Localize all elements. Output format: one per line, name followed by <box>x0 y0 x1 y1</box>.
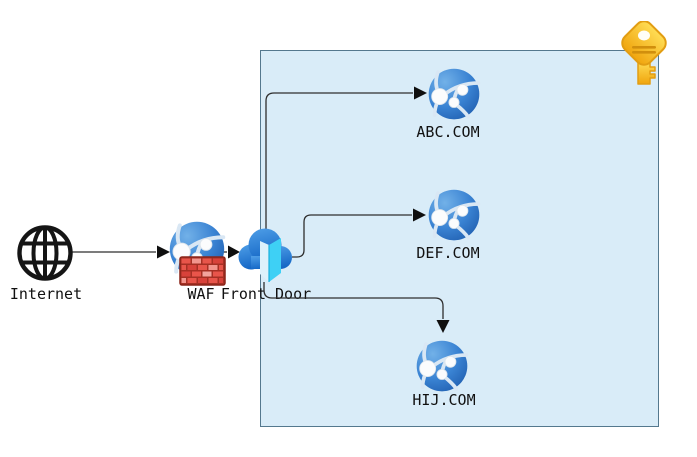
node-internet <box>16 224 74 286</box>
edge-frontdoor-def <box>292 214 412 258</box>
arrowhead-icon <box>436 320 450 333</box>
front-door-cloud-icon <box>238 228 292 282</box>
node-label-internet: Internet <box>9 285 83 303</box>
edge-frontdoor-hij <box>263 282 444 319</box>
node-label-def: DEF.COM <box>416 244 480 262</box>
edge-frontdoor-abc <box>265 92 413 231</box>
arrowhead-icon <box>157 245 170 259</box>
node-label-abc: ABC.COM <box>416 123 480 141</box>
arrowhead-icon <box>228 245 240 259</box>
internet-globe-icon <box>17 225 73 281</box>
arrowhead-icon <box>413 208 426 222</box>
node-def <box>427 188 481 246</box>
node-waf <box>167 220 229 290</box>
node-hij <box>415 339 469 397</box>
key-icon <box>621 20 667 85</box>
firewall-brick-icon <box>179 256 226 286</box>
web-app-globe-icon <box>416 340 469 392</box>
web-app-globe-icon <box>428 189 481 241</box>
waf-firewall-globe-icon <box>169 221 226 286</box>
node-label-hij: HIJ.COM <box>412 391 476 409</box>
node-front-door <box>234 216 296 290</box>
node-label-waf: WAF <box>187 285 215 303</box>
web-app-globe-icon <box>428 68 481 120</box>
node-abc <box>427 67 481 125</box>
arrowhead-icon <box>414 86 427 100</box>
boundary-key <box>617 20 671 91</box>
